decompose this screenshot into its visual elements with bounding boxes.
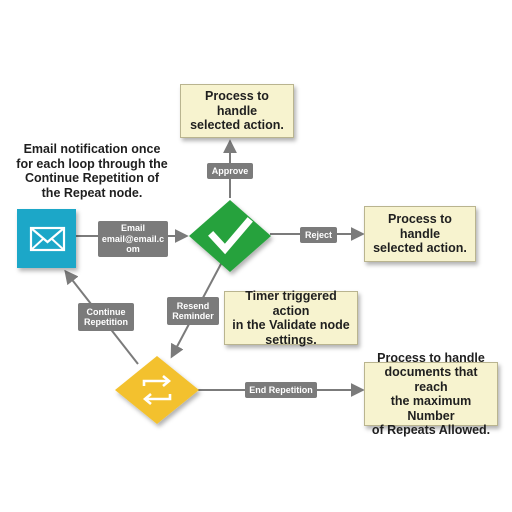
timer-action-note: Timer triggered action in the Validate n… — [224, 289, 358, 347]
label-line: Reminder — [172, 311, 214, 321]
reject-connector-label: Reject — [300, 227, 337, 243]
note-line: documents that reach — [384, 365, 478, 394]
continue-repetition-connector-label: Continue Repetition — [78, 303, 134, 331]
checkmark-icon — [208, 217, 253, 255]
note-line: of the Repeat node. — [41, 171, 160, 200]
note-line: Process to handle — [388, 212, 452, 241]
approve-process-note: Process to handle selected action. — [180, 84, 294, 138]
note-line: the maximum Number — [390, 394, 472, 423]
repeat-node[interactable] — [115, 356, 199, 424]
note-line: Timer triggered action — [245, 289, 337, 318]
email-connector-label: Email email@email.c om — [98, 221, 168, 257]
label-line: om — [126, 244, 140, 255]
label-text: End Repetition — [249, 384, 313, 395]
note-line: Process to handle — [377, 350, 485, 365]
note-line: in the Validate node — [232, 318, 350, 332]
end-repetition-connector-label: End Repetition — [245, 382, 317, 398]
note-line: Process to handle — [205, 89, 269, 118]
label-line: Continue — [86, 306, 126, 317]
reject-process-note: Process to handle selected action. — [364, 206, 476, 262]
label-line: Email — [120, 223, 145, 234]
note-line: settings. — [265, 332, 317, 347]
label-line: Resend — [176, 300, 210, 311]
note-line: for each loop through — [16, 156, 146, 171]
label-text: Approve — [211, 165, 249, 176]
note-line: selected action. — [190, 118, 284, 133]
note-line: of Repeats Allowed. — [371, 423, 491, 437]
email-notification-note: Email notification once for each loop th… — [14, 142, 170, 202]
repeat-arrows-icon — [142, 375, 172, 405]
label-line: email@email.c — [101, 233, 165, 244]
end-repetition-process-note: Process to handle documents that reach t… — [364, 351, 498, 437]
approve-decision-node[interactable] — [189, 200, 271, 272]
label-text: Reject — [304, 229, 332, 240]
note-line: the Continue Repetition — [24, 156, 168, 186]
label-line: Repetition — [84, 317, 128, 327]
approve-connector-label: Approve — [207, 163, 253, 179]
email-node[interactable] — [17, 209, 76, 268]
note-line: Email notification once — [23, 142, 161, 156]
note-line: selected action. — [373, 241, 467, 256]
resend-reminder-connector-label: Resend Reminder — [167, 297, 219, 325]
envelope-icon — [29, 226, 66, 252]
